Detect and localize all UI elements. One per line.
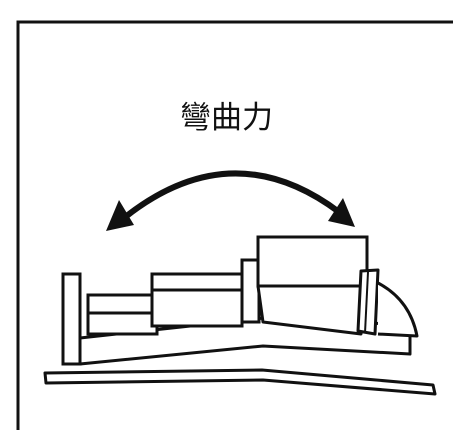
left-upright [61,272,82,366]
lower-jaw [256,284,369,336]
base-plate [43,368,437,396]
connector-block [240,258,261,324]
left-arrowhead [106,200,134,231]
right-post [356,268,380,336]
bending-force-label: 彎曲力 [180,100,273,136]
cylinder-mid [150,272,244,328]
right-post-inner-line [364,271,369,334]
curved-end-cap [377,281,419,338]
tool-head [256,235,369,288]
outer-frame [16,20,453,430]
curved-arrow-arc [121,170,342,221]
right-arrowhead [328,198,355,227]
